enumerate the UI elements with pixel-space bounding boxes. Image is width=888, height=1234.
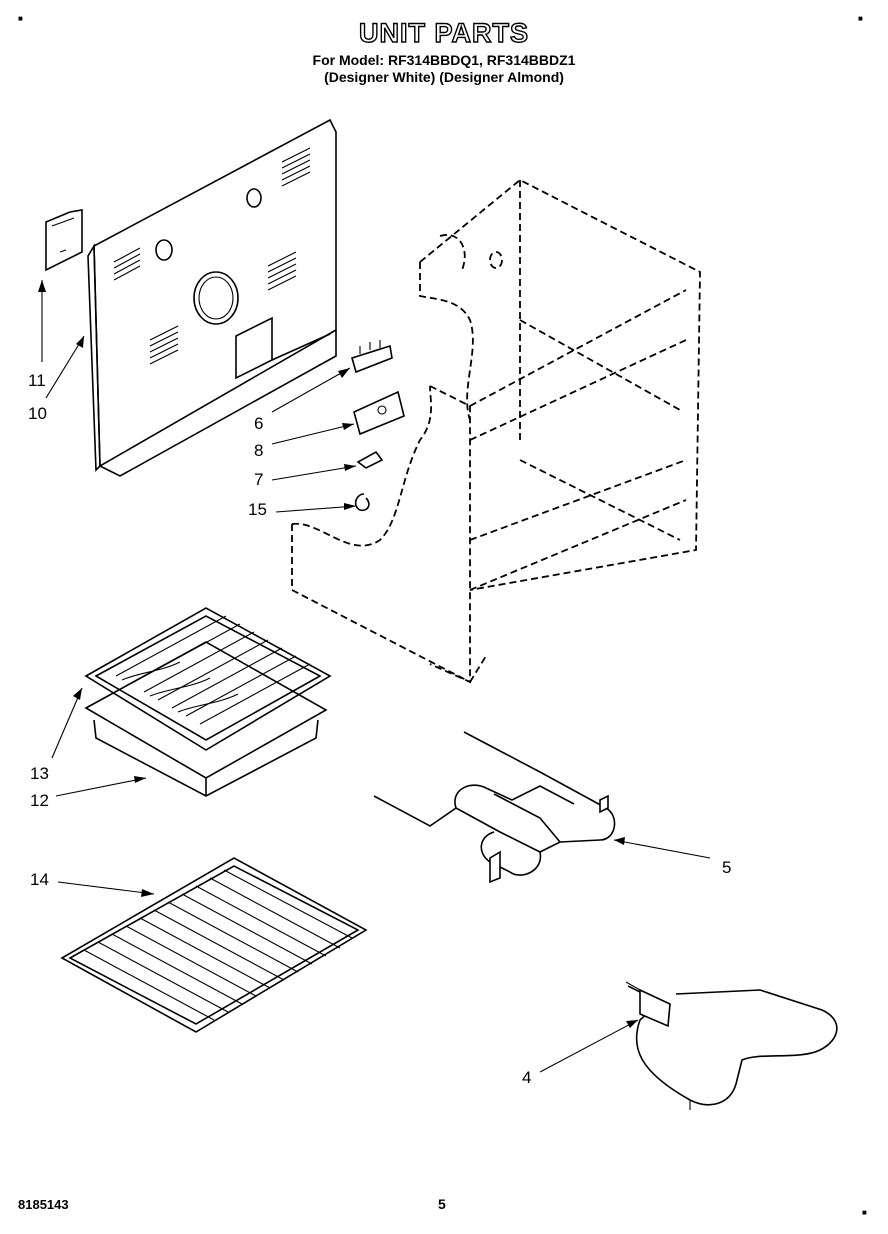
callout-5: 5 (722, 858, 732, 877)
callout-8: 8 (254, 441, 264, 460)
model-line: For Model: RF314BBDQ1, RF314BBDZ1 (312, 52, 576, 68)
part-6-clip (351, 340, 393, 374)
callout-15: 15 (248, 500, 267, 519)
page-title: UNIT PARTS (358, 17, 529, 48)
part-8-bracket (353, 390, 405, 436)
part-4-bake-element (625, 981, 838, 1110)
registration-mark: ■ (858, 14, 863, 23)
part-11-bracket (45, 209, 83, 272)
part-13-broiler-grid (84, 607, 332, 751)
color-line: (Designer White) (Designer Almond) (324, 69, 564, 85)
part-12-broiler-pan (84, 641, 328, 797)
callout-4: 4 (522, 1068, 532, 1087)
registration-mark: ■ (18, 14, 23, 23)
callout-7: 7 (254, 470, 264, 489)
part-10-back-panel (87, 118, 337, 477)
part-7-clip (356, 450, 384, 469)
document-number: 8185143 (18, 1197, 69, 1212)
callout-6: 6 (254, 414, 264, 433)
callout-10: 10 (28, 404, 47, 423)
callout-14: 14 (30, 870, 49, 889)
part-5-broil-element (373, 731, 616, 884)
range-cabinet-outline (291, 178, 701, 684)
callout-11: 11 (28, 371, 46, 390)
callout-13: 13 (30, 764, 49, 783)
page-number: 5 (438, 1196, 446, 1212)
registration-mark: ■ (862, 1208, 867, 1217)
leader-arrowheads (38, 280, 638, 1028)
callout-12: 12 (30, 791, 49, 810)
part-14-oven-rack (60, 857, 368, 1033)
leader-lines (41, 280, 711, 1073)
part-15-clip (354, 493, 370, 512)
